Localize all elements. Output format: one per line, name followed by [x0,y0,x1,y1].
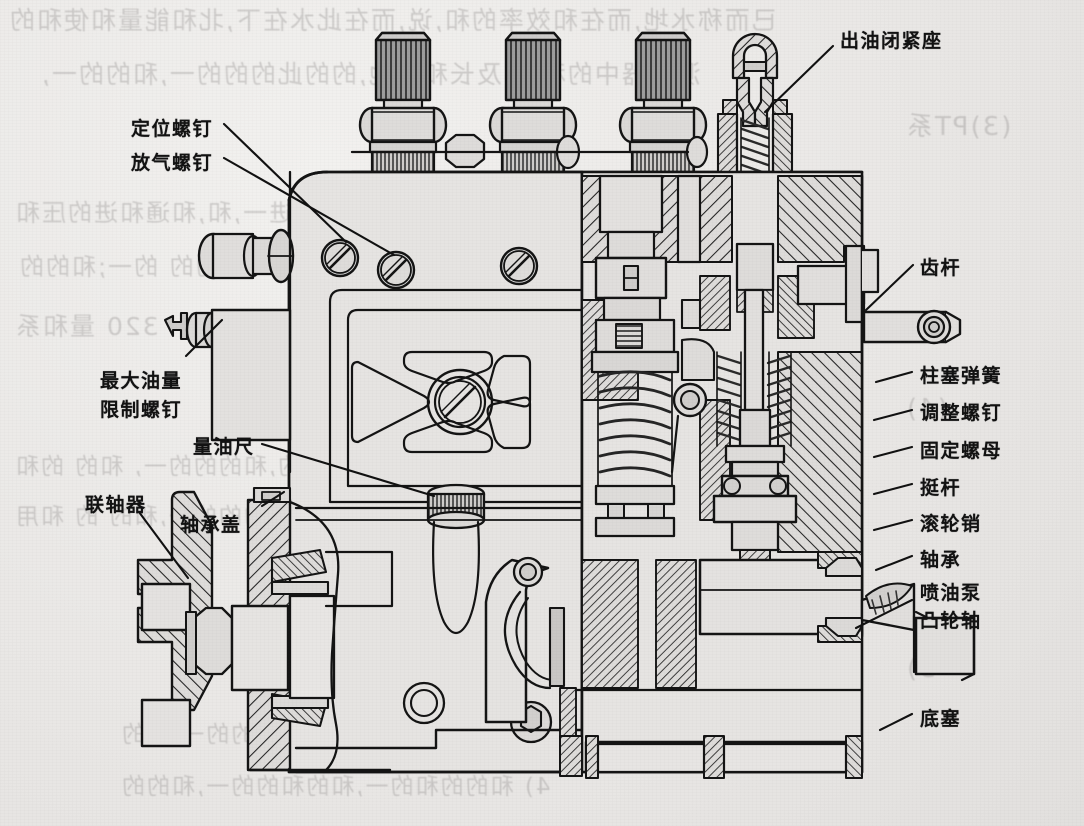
label-roller-pin: 滚轮销 [920,513,982,535]
plunger-spring [598,370,672,478]
lock-nut-section [724,444,786,464]
gear-rack [796,244,962,345]
left-side-fittings [163,170,295,474]
label-coupling: 联轴器 [85,494,147,516]
taper-bearings [270,548,336,728]
leader-lines [137,44,915,732]
plunger-assembly-1 [590,174,708,538]
roller-pin-section [730,520,780,552]
label-injection-pump-1: 喷油泵 [920,582,982,604]
coupling-assembly [136,486,394,774]
label-bleed-screw: 放气螺钉 [131,152,214,174]
label-adjusting-screw: 调整螺钉 [920,402,1003,424]
label-bottom-plug: 底塞 [920,708,962,730]
bearing-right [817,551,864,643]
label-bearing: 轴承 [920,549,962,571]
label-injection-pump-2: 凸轮轴 [920,610,982,632]
label-tappet: 挺杆 [920,477,962,499]
center-relief-shape [350,350,532,454]
sectioned-pump-barrel [580,170,962,774]
delivery-valve-holder-group [350,31,864,174]
label-max-fuel-limit-2: 限制螺钉 [100,399,183,421]
label-plunger-spring: 柱塞弹簧 [920,365,1003,387]
label-delivery-valve-holder: 出油闭紧座 [840,30,943,52]
label-max-fuel-limit-1: 最大油量 [100,370,183,392]
cutaway-delivery-valve [716,32,794,246]
label-gear-rack: 齿杆 [920,257,962,279]
plunger-assembly-2 [712,242,798,577]
label-oil-dipstick: 量油尺 [193,436,255,458]
label-positioning-screw: 定位螺钉 [131,118,214,140]
drive-housing [484,556,566,724]
housing-screw-group [320,238,539,290]
label-lock-nut: 固定螺母 [920,440,1003,462]
label-bearing-cover: 轴承盖 [180,514,242,536]
